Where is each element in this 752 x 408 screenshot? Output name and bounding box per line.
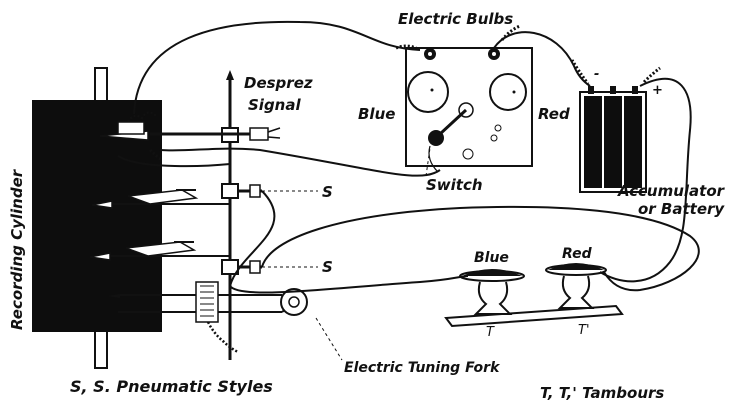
stand [221,70,239,360]
label-pneumatic-styles: S, S. Pneumatic Styles [70,377,273,396]
red-bulb-icon [489,73,527,111]
battery-cell-3 [624,96,642,188]
label-battery-minus: - [594,67,599,82]
battery-cell-2 [604,96,622,188]
label-battery-plus: + [652,83,663,98]
label-switch: Switch [426,176,483,194]
label-desprez: Desprez [244,74,313,92]
label-s-upper: S [322,183,333,201]
battery [579,86,647,193]
wire-fork-feed [117,155,231,168]
desprez-signal [99,111,281,141]
tube-s-upper-to-blue-tambour [228,190,469,294]
tambours [444,263,624,328]
leader-switch [425,147,431,177]
wire-switch-to-desprez [159,147,441,177]
label-electric-bulbs: Electric Bulbs [398,10,513,28]
label-blue-tambour: Blue [474,250,509,266]
label-s-lower: S [322,258,333,276]
wiring [117,20,700,294]
blue-bulb-icon [407,71,449,113]
label-tuning-fork: Electric Tuning Fork [344,360,501,376]
pneumatic-style-upper [91,184,318,209]
label-blue-bulb: Blue [358,105,395,123]
switch-knob-icon [428,130,444,146]
tube-s-lower-to-red-tambour [261,205,700,292]
battery-cell-1 [584,96,602,188]
wire-desprez-to-bulbs [133,20,421,115]
label-tambours: T, T,' Tambours [540,384,664,402]
label-signal: Signal [248,96,301,114]
label-red-bulb: Red [538,105,570,123]
tuning-fork [108,281,343,361]
label-t-right: T' [578,323,590,338]
wire-battery-to-red-tambour [599,77,692,283]
label-recording-cylinder: Recording Cylinder [8,168,26,330]
recording-cylinder [32,67,162,369]
label-or-battery: or Battery [638,200,725,218]
tambour-red [545,263,607,309]
tambour-blue [459,269,525,315]
label-red-tambour: Red [562,246,593,262]
label-accumulator: Accumulator [617,182,726,200]
pneumatic-style-lower [89,241,318,274]
coil-connectors [148,24,661,162]
bulb-box [405,47,533,173]
label-t-left: T [486,325,495,340]
